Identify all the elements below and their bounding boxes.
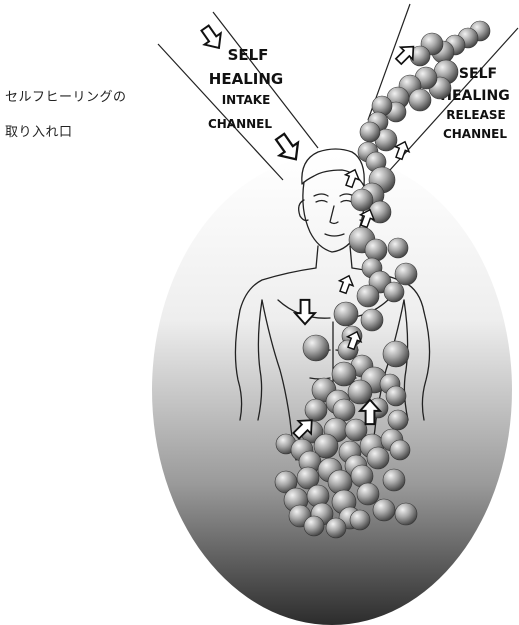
sphere-icon (357, 483, 379, 505)
sphere-icon (409, 89, 431, 111)
sphere-icon (334, 302, 358, 326)
intake-label-line4: CHANNEL (208, 117, 272, 131)
sphere-icon (383, 341, 409, 367)
sphere-icon (360, 122, 380, 142)
intake-label-line2: HEALING (209, 70, 283, 88)
sphere-icon (384, 282, 404, 302)
sphere-icon (304, 516, 324, 536)
intake-label-line3: INTAKE (222, 93, 271, 107)
intake-label-line1: SELF (228, 46, 269, 64)
sphere-icon (386, 386, 406, 406)
release-label-line1: SELF (459, 66, 497, 82)
sphere-icon (383, 469, 405, 491)
sphere-icon (333, 399, 355, 421)
sphere-icon (388, 238, 408, 258)
sphere-icon (388, 410, 408, 430)
sphere-icon (395, 503, 417, 525)
sphere-icon (395, 263, 417, 285)
sphere-icon (326, 518, 346, 538)
sphere-icon (305, 399, 327, 421)
sphere-icon (361, 309, 383, 331)
release-label-line4: CHANNEL (443, 127, 507, 141)
release-label-line3: RELEASE (446, 108, 505, 122)
sphere-icon (365, 239, 387, 261)
sphere-icon (303, 335, 329, 361)
sphere-icon (357, 285, 379, 307)
sphere-icon (390, 440, 410, 460)
sphere-icon (350, 510, 370, 530)
sphere-icon (373, 499, 395, 521)
sphere-icon (367, 447, 389, 469)
down-arrow-icon (197, 22, 227, 53)
